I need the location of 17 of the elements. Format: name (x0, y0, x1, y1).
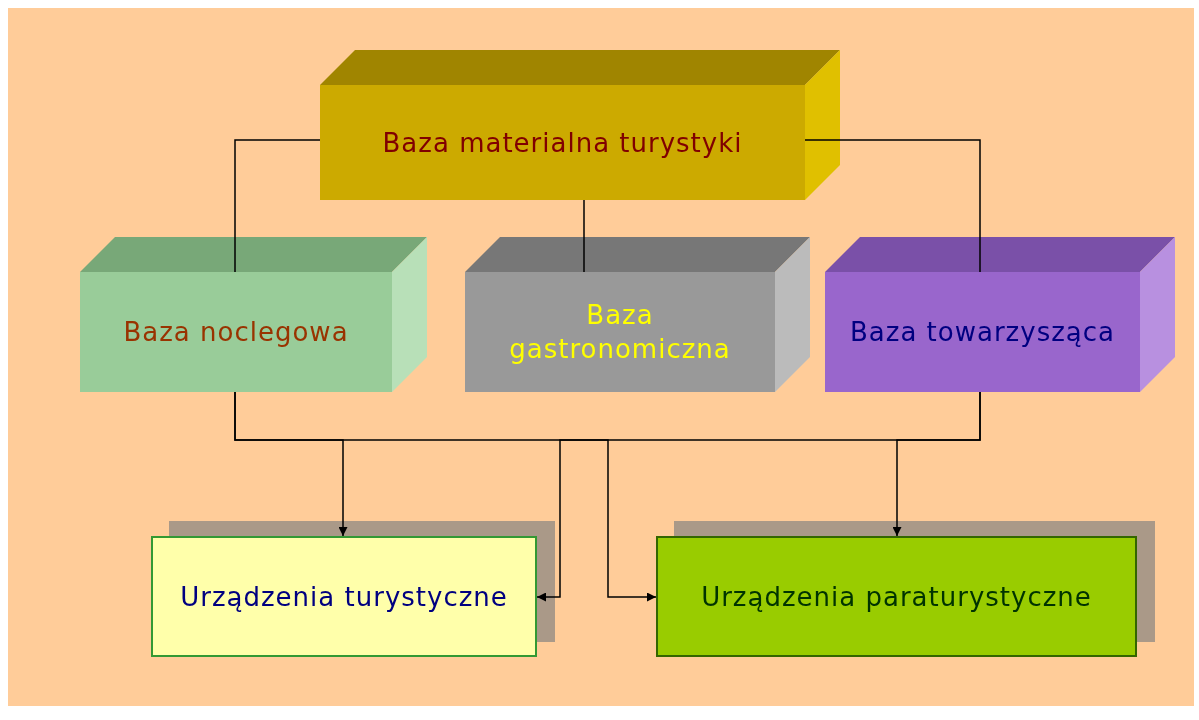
connector (892, 391, 981, 537)
node-label: Baza towarzysząca (850, 316, 1115, 349)
node-label: Baza gastronomiczna (508, 299, 732, 366)
process-box (151, 536, 537, 657)
block-box (465, 272, 775, 392)
block-box (320, 85, 805, 200)
connector (583, 199, 585, 273)
process-box (656, 536, 1137, 657)
block-box (825, 272, 1140, 392)
block-box (80, 272, 392, 392)
node-label: Urządzenia paraturystyczne (701, 580, 1092, 614)
node-label: Urządzenia turystyczne (180, 580, 508, 614)
connector (234, 139, 321, 273)
connector (234, 391, 657, 602)
node-label: Baza materialna turystyki (382, 126, 743, 160)
node-label: Baza noclegowa (123, 316, 349, 349)
connector (804, 139, 981, 273)
